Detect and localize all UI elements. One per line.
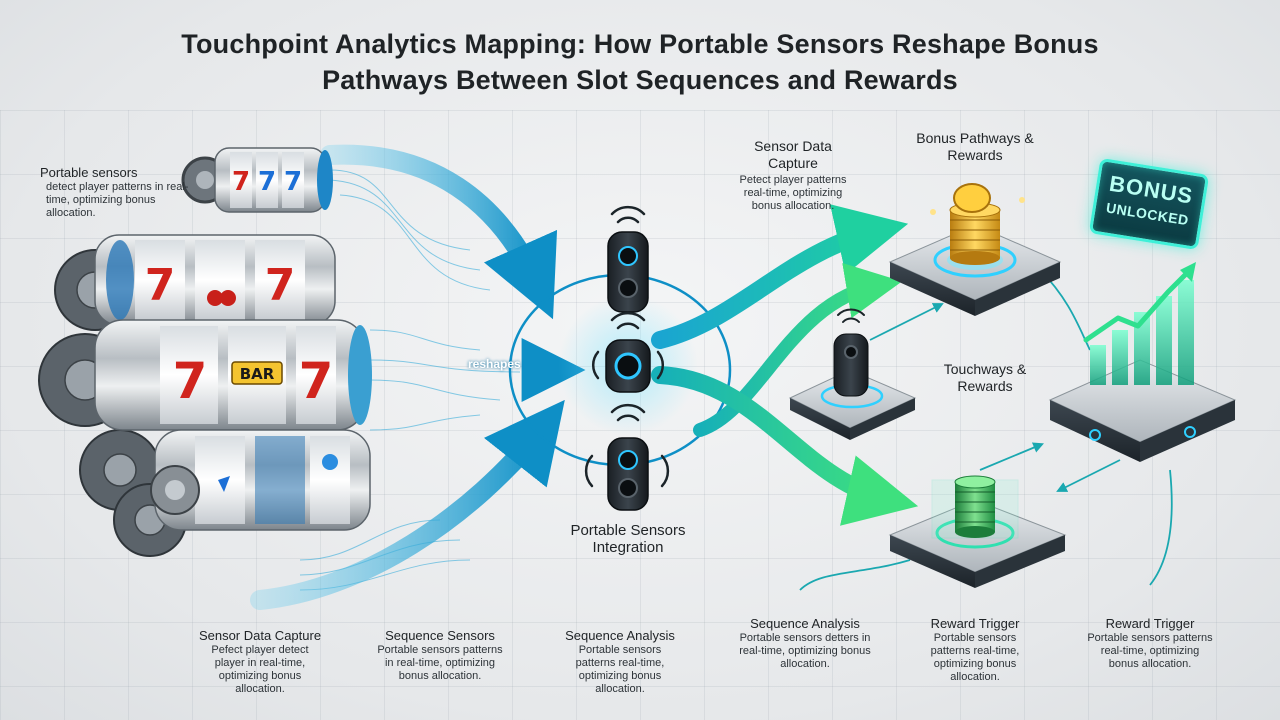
label-heading: Sensor Data Capture (754, 138, 832, 171)
svg-text:7: 7 (145, 260, 176, 311)
svg-text:7: 7 (265, 260, 296, 311)
svg-text:7: 7 (284, 167, 302, 197)
label-top-left: Portable sensors detect player patterns … (40, 164, 190, 220)
label-desc: Portable sensors patterns real-time, opt… (930, 632, 1020, 683)
wifi-signal-icon (610, 205, 646, 224)
label-heading: Sequence Analysis (750, 616, 860, 631)
svg-text:7: 7 (173, 352, 208, 410)
label-heading: Touchways & Rewards (943, 361, 1027, 394)
label-heading: Reward Trigger (930, 616, 1020, 631)
label-sensors-integration: Portable Sensors Integration (548, 522, 708, 556)
label-reward-trigger-1: Reward Trigger Portable sensors patterns… (900, 615, 1050, 684)
flow-arrows-right (651, 204, 919, 526)
title-line-2: Pathways Between Slot Sequences and Rewa… (322, 65, 958, 95)
label-touchways: Touchways & Rewards (930, 361, 1040, 395)
label-bottom-sequence-analysis: Sequence Analysis Portable sensors patte… (545, 627, 695, 696)
coin-stack-icon (954, 475, 996, 538)
label-desc: Pefect player detect player in real-time… (211, 644, 309, 695)
label-heading: Sequence Analysis (565, 628, 675, 643)
label-desc: Portable sensors patterns real-time, opt… (575, 644, 665, 695)
label-heading: Portable sensors (40, 165, 138, 180)
bar-chart-icon (1083, 262, 1196, 385)
title-line-1: Touchpoint Analytics Mapping: How Portab… (181, 29, 1099, 59)
label-reward-trigger-2: Reward Trigger Portable sensors patterns… (1070, 615, 1230, 671)
label-desc: Portable sensors detters in real-time, o… (739, 632, 871, 670)
label-heading: Sensor Data Capture (198, 628, 322, 643)
reshapes-label: reshapes (468, 357, 521, 371)
slot-reel-icon: 7 7 7 (181, 147, 333, 213)
label-heading: Reward Trigger (1105, 616, 1195, 631)
wifi-signal-icon (837, 308, 865, 323)
svg-text:7: 7 (299, 352, 334, 410)
flow-arrows-left (250, 144, 586, 610)
label-desc: Petect player patterns real-time, optimi… (739, 174, 847, 212)
label-sensor-capture-top: Sensor Data Capture Petect player patter… (718, 138, 868, 213)
label-bonus-pathways: Bonus Pathways & Rewards (905, 130, 1045, 164)
label-desc: Portable sensors patterns in real-time, … (377, 644, 503, 682)
svg-text:7: 7 (258, 167, 276, 197)
sensor-device-icon (605, 339, 651, 393)
page-title: Touchpoint Analytics Mapping: How Portab… (0, 26, 1280, 98)
label-right-sequence-analysis: Sequence Analysis Portable sensors dette… (730, 615, 880, 671)
coin-stack-icon (930, 183, 1025, 265)
label-desc: detect player patterns in real-time, opt… (46, 181, 189, 219)
label-bottom-sequence-sensors: Sequence Sensors Portable sensors patter… (365, 627, 515, 683)
sensor-device-icon (607, 231, 649, 313)
slot-reel-stack: 7 7 7 7 7 7 (38, 147, 372, 557)
central-sensors (584, 205, 670, 511)
svg-text:BAR: BAR (240, 365, 275, 383)
label-bottom-sensor-capture: Sensor Data Capture Pefect player detect… (180, 627, 340, 696)
sensor-device-icon (607, 437, 649, 511)
svg-text:7: 7 (232, 167, 250, 197)
label-heading: Sequence Sensors (385, 628, 495, 643)
label-desc: Portable sensors patterns real-time, opt… (1087, 632, 1213, 670)
platform-icon (788, 369, 917, 440)
label-heading: Portable Sensors Integration (570, 522, 686, 556)
sensor-device-icon (833, 333, 869, 397)
label-heading: Bonus Pathways & Rewards (916, 130, 1034, 163)
